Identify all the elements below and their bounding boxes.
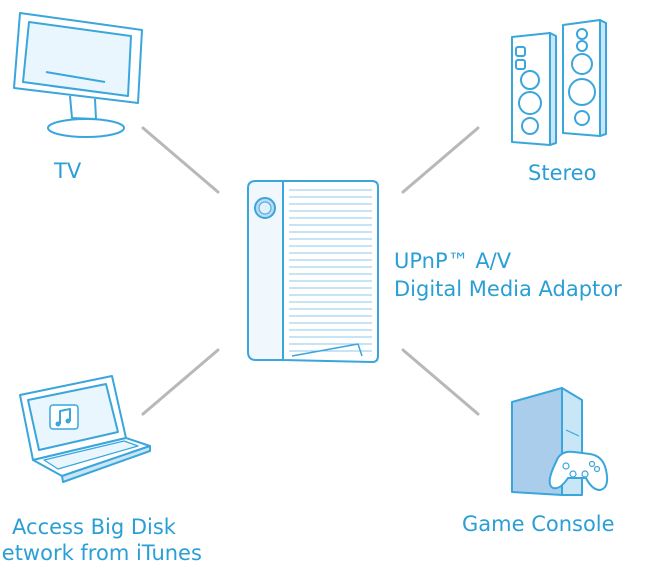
tv-icon	[13, 12, 143, 138]
connectors	[141, 126, 480, 416]
console-label: Game Console	[462, 512, 615, 536]
connector-console	[401, 348, 480, 416]
laptop-label-line2: Network from iTunes	[0, 541, 202, 565]
connector-tv	[141, 126, 220, 194]
game-console-icon	[511, 387, 609, 496]
laptop-label-line1: Access Big Disk	[12, 515, 176, 539]
music-note-icon	[49, 404, 79, 430]
hub-drive-icon	[247, 180, 379, 363]
laptop-icon	[19, 375, 151, 483]
connector-stereo	[401, 126, 480, 194]
connector-laptop	[141, 348, 220, 416]
hub-label-line2: Digital Media Adaptor	[394, 277, 622, 301]
tv-label: TV	[54, 159, 82, 183]
stereo-label: Stereo	[528, 161, 597, 185]
hub-label-line1: UPnP™ A/V	[394, 249, 512, 273]
stereo-icon	[511, 19, 607, 146]
